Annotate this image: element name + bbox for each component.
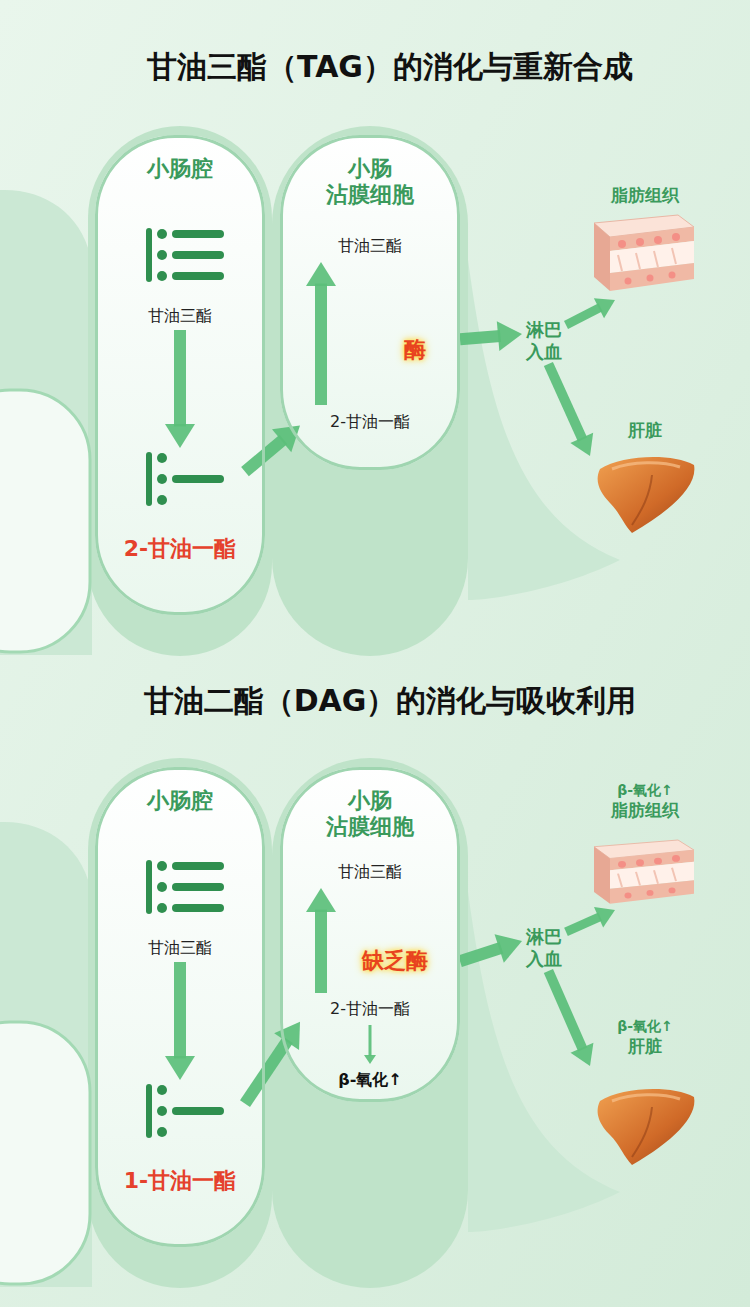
molecule-node: 甘油三酯 <box>115 854 245 962</box>
node-text: 小肠腔 <box>129 788 230 814</box>
arrow-head <box>594 298 615 318</box>
arrow-head <box>306 888 336 912</box>
arrow-shaft <box>174 330 186 426</box>
molecule-node: 甘油三酯 <box>300 856 440 888</box>
flow-arrow <box>165 330 195 448</box>
arrow-shaft <box>315 910 327 993</box>
organ-node: β-氧化↑肝脏 <box>590 1018 700 1178</box>
arrow-head <box>497 321 522 351</box>
lumen-column: 小肠腔甘油三酯 2-甘油一酯 <box>95 135 265 615</box>
label-holder: 酶 <box>404 336 426 364</box>
arrow-shaft <box>548 364 582 440</box>
flow-arrow <box>566 907 615 932</box>
node-text: 淋巴 入血 <box>522 319 565 364</box>
node-text: 脂肪组织 <box>611 185 679 206</box>
arrow-head <box>306 262 336 286</box>
arrow-head <box>274 1022 300 1050</box>
fat-tissue-picture <box>594 840 694 904</box>
molecule-node: 2-甘油一酯 <box>115 448 245 566</box>
organ-node: 脂肪组织 <box>585 185 705 300</box>
arrow-shaft <box>369 1025 372 1056</box>
arrow-head <box>594 907 615 928</box>
flow-arrow <box>245 1022 300 1104</box>
flow-arrow <box>566 298 615 325</box>
section-heading: 甘油二酯（DAG）的消化与吸收利用 <box>30 682 750 720</box>
arrow-head <box>571 1043 594 1066</box>
arrow-shaft <box>548 971 582 1050</box>
node-text: 2-甘油一酯 <box>124 535 236 563</box>
arrow-shaft <box>566 917 600 932</box>
node-text: β-氧化↑ <box>338 1070 402 1090</box>
flow-arrow <box>460 934 522 963</box>
node-text: 小肠 沾膜细胞 <box>319 156 420 209</box>
node-text: 2-甘油一酯 <box>330 412 410 432</box>
flow-arrow <box>306 888 336 993</box>
node-text: 脂肪组织 <box>611 800 679 821</box>
flow-arrow <box>364 1025 376 1064</box>
molecule-node: 2-甘油一酯 <box>300 993 440 1025</box>
arrow-head <box>495 934 522 963</box>
arrow-head <box>364 1055 376 1064</box>
node-text: 甘油三酯 <box>338 236 402 256</box>
arrow-shaft <box>566 307 601 325</box>
arrow-shaft <box>315 284 327 405</box>
arrow-head <box>165 424 195 448</box>
arrow-shaft <box>460 948 501 962</box>
liver-picture <box>598 1089 695 1165</box>
node-text: 2-甘油一酯 <box>330 999 410 1019</box>
arrow-head <box>165 1056 195 1080</box>
cell-column: 小肠 沾膜细胞甘油三酯 2-甘油一酯 β-氧化↑ <box>280 767 460 1102</box>
arrow-shaft <box>460 336 500 339</box>
lumen-column: 小肠腔甘油三酯 1-甘油一酯 <box>95 767 265 1247</box>
node-text: β-氧化↑ <box>617 782 673 800</box>
node-text: 甘油三酯 <box>148 306 212 326</box>
node-text: 小肠 沾膜细胞 <box>319 788 420 841</box>
label-holder: 甘油二酯（DAG）的消化与吸收利用 <box>0 682 750 720</box>
node-text: 淋巴 入血 <box>522 926 565 971</box>
node-text: 甘油三酯 <box>338 862 402 882</box>
title-holder: 甘油三酯（TAG）的消化与重新合成 <box>0 48 750 86</box>
node-text: 1-甘油一酯 <box>124 1167 236 1195</box>
molecule-node: 甘油三酯 <box>115 222 245 330</box>
flow-arrow <box>548 364 593 456</box>
intestine-illustration <box>0 758 620 1288</box>
enzyme-label: 缺乏酶 <box>362 947 428 975</box>
node-text: 肝脏 <box>628 420 662 441</box>
molecule-node: 2-甘油一酯 <box>300 405 440 439</box>
intestine-illustration <box>0 126 620 656</box>
node-text: 肝脏 <box>628 1036 662 1057</box>
molecule-node: 1-甘油一酯 <box>115 1080 245 1198</box>
organ-node: β-氧化↑脂肪组织 <box>585 782 705 910</box>
route-node: 淋巴 入血 <box>522 318 566 364</box>
organ-node: 肝脏 <box>590 420 700 540</box>
node-text: 小肠腔 <box>129 156 230 182</box>
arrow-shaft <box>245 1040 288 1104</box>
cell-column: 小肠 沾膜细胞甘油三酯 2-甘油一酯 <box>280 135 460 470</box>
oxidation-node: β-氧化↑ <box>300 1064 440 1096</box>
flow-arrow <box>460 321 522 351</box>
arrow-head <box>570 433 593 456</box>
enzyme-label: 酶 <box>404 336 426 364</box>
flow-arrow <box>548 971 593 1066</box>
flow-arrow <box>245 425 300 471</box>
route-node: 淋巴 入血 <box>522 925 566 971</box>
flow-arrow <box>306 262 336 405</box>
molecule-node: 甘油三酯 <box>300 230 440 262</box>
node-text: β-氧化↑ <box>617 1018 673 1036</box>
node-text: 甘油三酯 <box>148 938 212 958</box>
label-holder: 缺乏酶 <box>362 947 428 975</box>
diagram-title: 甘油三酯（TAG）的消化与重新合成 <box>30 48 750 86</box>
fat-tissue-picture <box>594 215 694 291</box>
arrow-head <box>272 425 300 452</box>
flow-arrow <box>165 962 195 1080</box>
liver-picture <box>598 457 695 533</box>
arrow-shaft <box>174 962 186 1058</box>
